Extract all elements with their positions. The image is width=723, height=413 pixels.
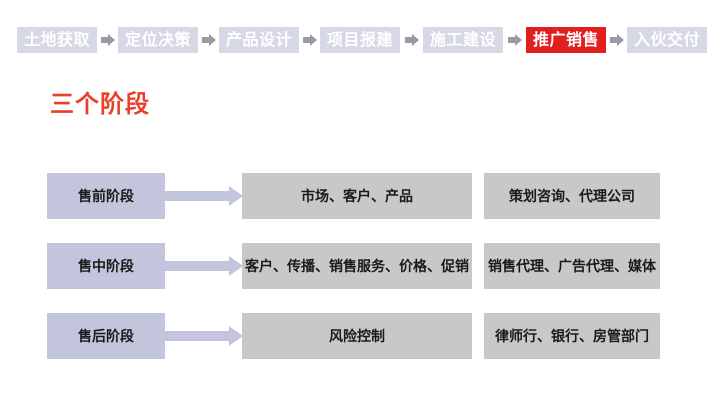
arrow-right-icon (165, 256, 243, 276)
stage-content-in-sale: 客户、传播、销售服务、价格、促销 (242, 243, 472, 289)
chevron-right-icon (405, 34, 419, 46)
process-step-land-acquisition[interactable]: 土地获取 (17, 27, 97, 53)
stage-content-post-sale: 风险控制 (242, 313, 472, 359)
chevron-right-icon (610, 34, 624, 46)
process-step-permit[interactable]: 项目报建 (320, 27, 400, 53)
stage-partners-post-sale: 律师行、银行、房管部门 (484, 313, 660, 359)
process-step-sales-promotion[interactable]: 推广销售 (526, 27, 606, 53)
stage-label-pre-sale: 售前阶段 (47, 173, 165, 219)
chevron-right-icon (202, 34, 216, 46)
process-step-positioning[interactable]: 定位决策 (118, 27, 198, 53)
chevron-right-icon (508, 34, 522, 46)
page-title: 三个阶段 (50, 90, 150, 118)
arrow-right-icon (165, 186, 243, 206)
stage-label-in-sale: 售中阶段 (47, 243, 165, 289)
process-step-product-design[interactable]: 产品设计 (219, 27, 299, 53)
stage-label-post-sale: 售后阶段 (47, 313, 165, 359)
stage-partners-pre-sale: 策划咨询、代理公司 (484, 173, 660, 219)
arrow-right-icon (165, 326, 243, 346)
process-step-delivery[interactable]: 入伙交付 (627, 27, 707, 53)
stage-content-pre-sale: 市场、客户、产品 (242, 173, 472, 219)
chevron-right-icon (303, 34, 317, 46)
stage-partners-in-sale: 销售代理、广告代理、媒体 (484, 243, 660, 289)
chevron-right-icon (101, 34, 115, 46)
process-step-construction[interactable]: 施工建设 (423, 27, 503, 53)
